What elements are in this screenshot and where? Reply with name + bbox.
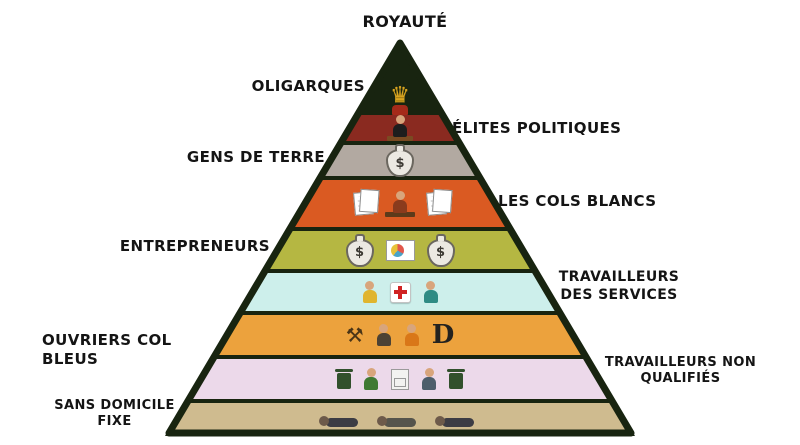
tier-band-entrepreneurs: $ $ xyxy=(165,231,635,269)
garbage-bin-icon xyxy=(447,369,465,389)
documents-icon xyxy=(426,191,447,216)
money-bag-icon: $ xyxy=(426,233,455,267)
service-woman-icon xyxy=(423,281,439,303)
homeless-person-icon xyxy=(377,416,416,427)
homeless-person-icon xyxy=(435,416,474,427)
tier-band-ouvriers-col-bleus: ⚒ D xyxy=(165,315,635,355)
homeless-person-icon xyxy=(319,416,358,427)
tier-label-travailleurs-non-qualifies: TRAVAILLEURS NON QUALIFIÉS xyxy=(604,355,757,387)
laborer-icon xyxy=(421,368,437,390)
pyramid: ♛ $ xyxy=(165,39,635,437)
politician-icon xyxy=(387,115,413,141)
tier-band-travailleurs-des-services xyxy=(165,273,635,311)
tier-band-gens-de-terre: $ xyxy=(165,144,635,177)
money-bag-icon: $ xyxy=(386,144,414,177)
construction-worker-icon xyxy=(404,324,420,346)
money-bag-icon: $ xyxy=(345,233,374,267)
appliance-icon xyxy=(391,368,409,390)
office-worker-icon xyxy=(385,190,415,217)
tier-band-elites-politiques xyxy=(165,115,635,141)
tier-band-travailleurs-non-qualifies xyxy=(165,359,635,399)
cleaner-icon xyxy=(363,368,379,390)
miner-icon xyxy=(376,324,392,346)
tier-band-sans-domicile-fixe xyxy=(165,403,635,432)
tier-label-sans-domicile-fixe: SANS DOMICILE FIXE xyxy=(54,398,175,430)
king-crown-icon: ♛ xyxy=(390,83,410,108)
king-throne-icon xyxy=(392,105,408,115)
documents-icon xyxy=(353,191,374,216)
pyramid-body: ♛ $ xyxy=(165,40,635,436)
d-emblem-icon: D xyxy=(431,320,455,350)
garbage-bin-icon xyxy=(335,369,353,389)
tier-label-ouvriers-col-bleus: OUVRIERS COL BLEUS xyxy=(42,331,172,368)
nurse-cross-icon xyxy=(389,281,411,303)
pickaxe-icon: ⚒ xyxy=(345,323,364,347)
tier-label-royaute: ROYAUTÉ xyxy=(362,12,448,31)
waitress-icon xyxy=(362,281,378,303)
tier-band-royaute: ♛ xyxy=(165,40,635,118)
tier-band-les-cols-blancs xyxy=(165,180,635,227)
pie-chart-board-icon xyxy=(385,239,415,261)
